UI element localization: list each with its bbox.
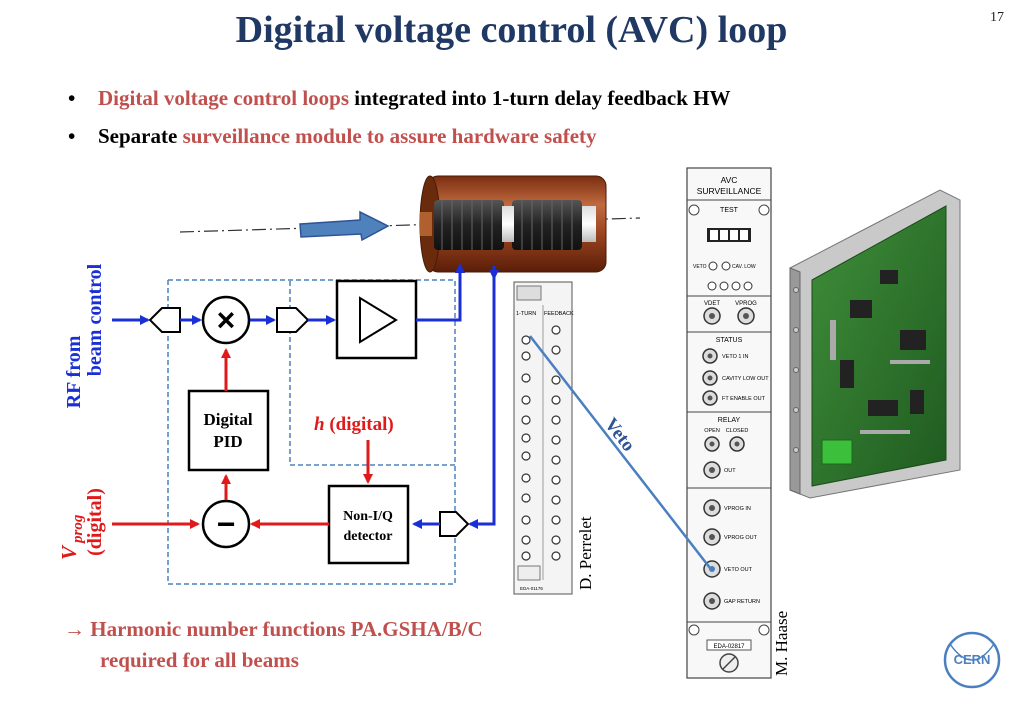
svg-text:VPROG IN: VPROG IN — [724, 506, 751, 512]
avc-surveillance-panel: AVC SURVEILLANCE TEST VETO CAV. LOW VDET… — [686, 167, 772, 679]
svg-text:AVC: AVC — [721, 175, 738, 185]
credit-haase: M. Haase — [772, 610, 791, 676]
svg-text:CERN: CERN — [954, 652, 991, 667]
credit-perrelet: D. Perrelet — [576, 516, 595, 590]
page-number: 17 — [990, 10, 1004, 25]
vprog-label-digital: (digital) — [84, 488, 106, 556]
svg-text:VETO OUT: VETO OUT — [724, 567, 753, 573]
rf-label-line2: beam control — [84, 263, 106, 376]
feedback-front-panel: 1-TURN FEEDBACK EDA-01176 — [513, 281, 574, 595]
svg-text:SURVEILLANCE: SURVEILLANCE — [697, 186, 762, 196]
svg-text:EDA-02817: EDA-02817 — [713, 644, 745, 650]
svg-text:FEEDBACK: FEEDBACK — [544, 311, 574, 317]
detector-block — [327, 484, 410, 565]
rf-label-line1: RF from — [63, 335, 85, 408]
harmonic-note: → Harmonic number functions PA.GSHA/B/C … — [64, 614, 483, 676]
bullet-dot: • — [68, 124, 76, 148]
beam-direction-arrow — [299, 210, 390, 242]
beam-axis-line — [179, 217, 641, 233]
bullet-2-highlight: surveillance module to assure hardware s… — [182, 124, 597, 148]
amp-to-cavity-line — [416, 263, 465, 322]
svg-text:FT ENABLE OUT: FT ENABLE OUT — [722, 396, 766, 402]
bullet-dot: • — [68, 86, 76, 110]
pickup-to-detector-line — [468, 266, 496, 529]
svg-text:V: V — [57, 544, 81, 560]
svg-text:GAP RETURN: GAP RETURN — [724, 599, 760, 605]
svg-text:1-TURN: 1-TURN — [516, 311, 536, 317]
svg-text:CLOSED: CLOSED — [726, 428, 749, 434]
svg-text:VPROG OUT: VPROG OUT — [724, 535, 758, 541]
svg-text:VETO 1 IN: VETO 1 IN — [722, 354, 749, 360]
cern-logo: CERN — [943, 631, 1001, 689]
svg-text:OPEN: OPEN — [704, 428, 720, 434]
module-render-image — [789, 189, 961, 499]
note-line1: Harmonic number functions PA.GSHA/B/C — [90, 617, 483, 641]
svg-text:RELAY: RELAY — [718, 417, 741, 424]
svg-text:VPROG: VPROG — [735, 301, 757, 307]
veto-line — [529, 335, 711, 569]
detector-label-line1: Non-I/Q — [343, 509, 393, 524]
pid-block — [187, 389, 270, 472]
amplifier-symbol — [359, 296, 398, 344]
bullet-1: • Digital voltage control loops integrate… — [68, 86, 731, 111]
multiplier-node — [201, 295, 251, 345]
svg-text:STATUS: STATUS — [716, 337, 743, 344]
bullet-1-rest: integrated into 1-turn delay feedback HW — [349, 86, 731, 110]
vprog-label: V prog — [57, 514, 86, 560]
bullet-2-lead: Separate — [98, 124, 183, 148]
subtractor-node — [201, 499, 251, 549]
pid-label-line1: Digital — [203, 410, 252, 429]
svg-text:prog: prog — [70, 514, 86, 545]
subtractor-symbol: − — [217, 506, 236, 542]
bullet-2: • Separate surveillance module to assure … — [68, 124, 597, 149]
svg-text:CAV. LOW: CAV. LOW — [732, 264, 756, 270]
bullet-1-highlight: Digital voltage control loops — [98, 86, 350, 110]
harmonic-label: h (digital) — [314, 414, 394, 435]
slide-title: Digital voltage control (AVC) loop — [235, 9, 788, 51]
detector-adc-block — [439, 511, 470, 537]
svg-text:CAVITY LOW OUT: CAVITY LOW OUT — [722, 376, 769, 382]
note-line2: required for all beams — [100, 648, 299, 672]
note-arrow: → — [64, 617, 85, 641]
svg-text:VETO: VETO — [693, 264, 707, 270]
svg-text:OUT: OUT — [724, 468, 736, 474]
multiplier-symbol: × — [217, 302, 236, 338]
dac-block — [276, 307, 310, 333]
detector-label-line2: detector — [344, 529, 393, 544]
pid-label-line2: PID — [213, 432, 242, 451]
adc-block — [148, 307, 181, 333]
svg-text:EDA-01176: EDA-01176 — [520, 586, 543, 591]
svg-text:VDET: VDET — [704, 301, 720, 307]
cavity-image — [419, 175, 607, 273]
svg-text:TEST: TEST — [720, 207, 739, 214]
